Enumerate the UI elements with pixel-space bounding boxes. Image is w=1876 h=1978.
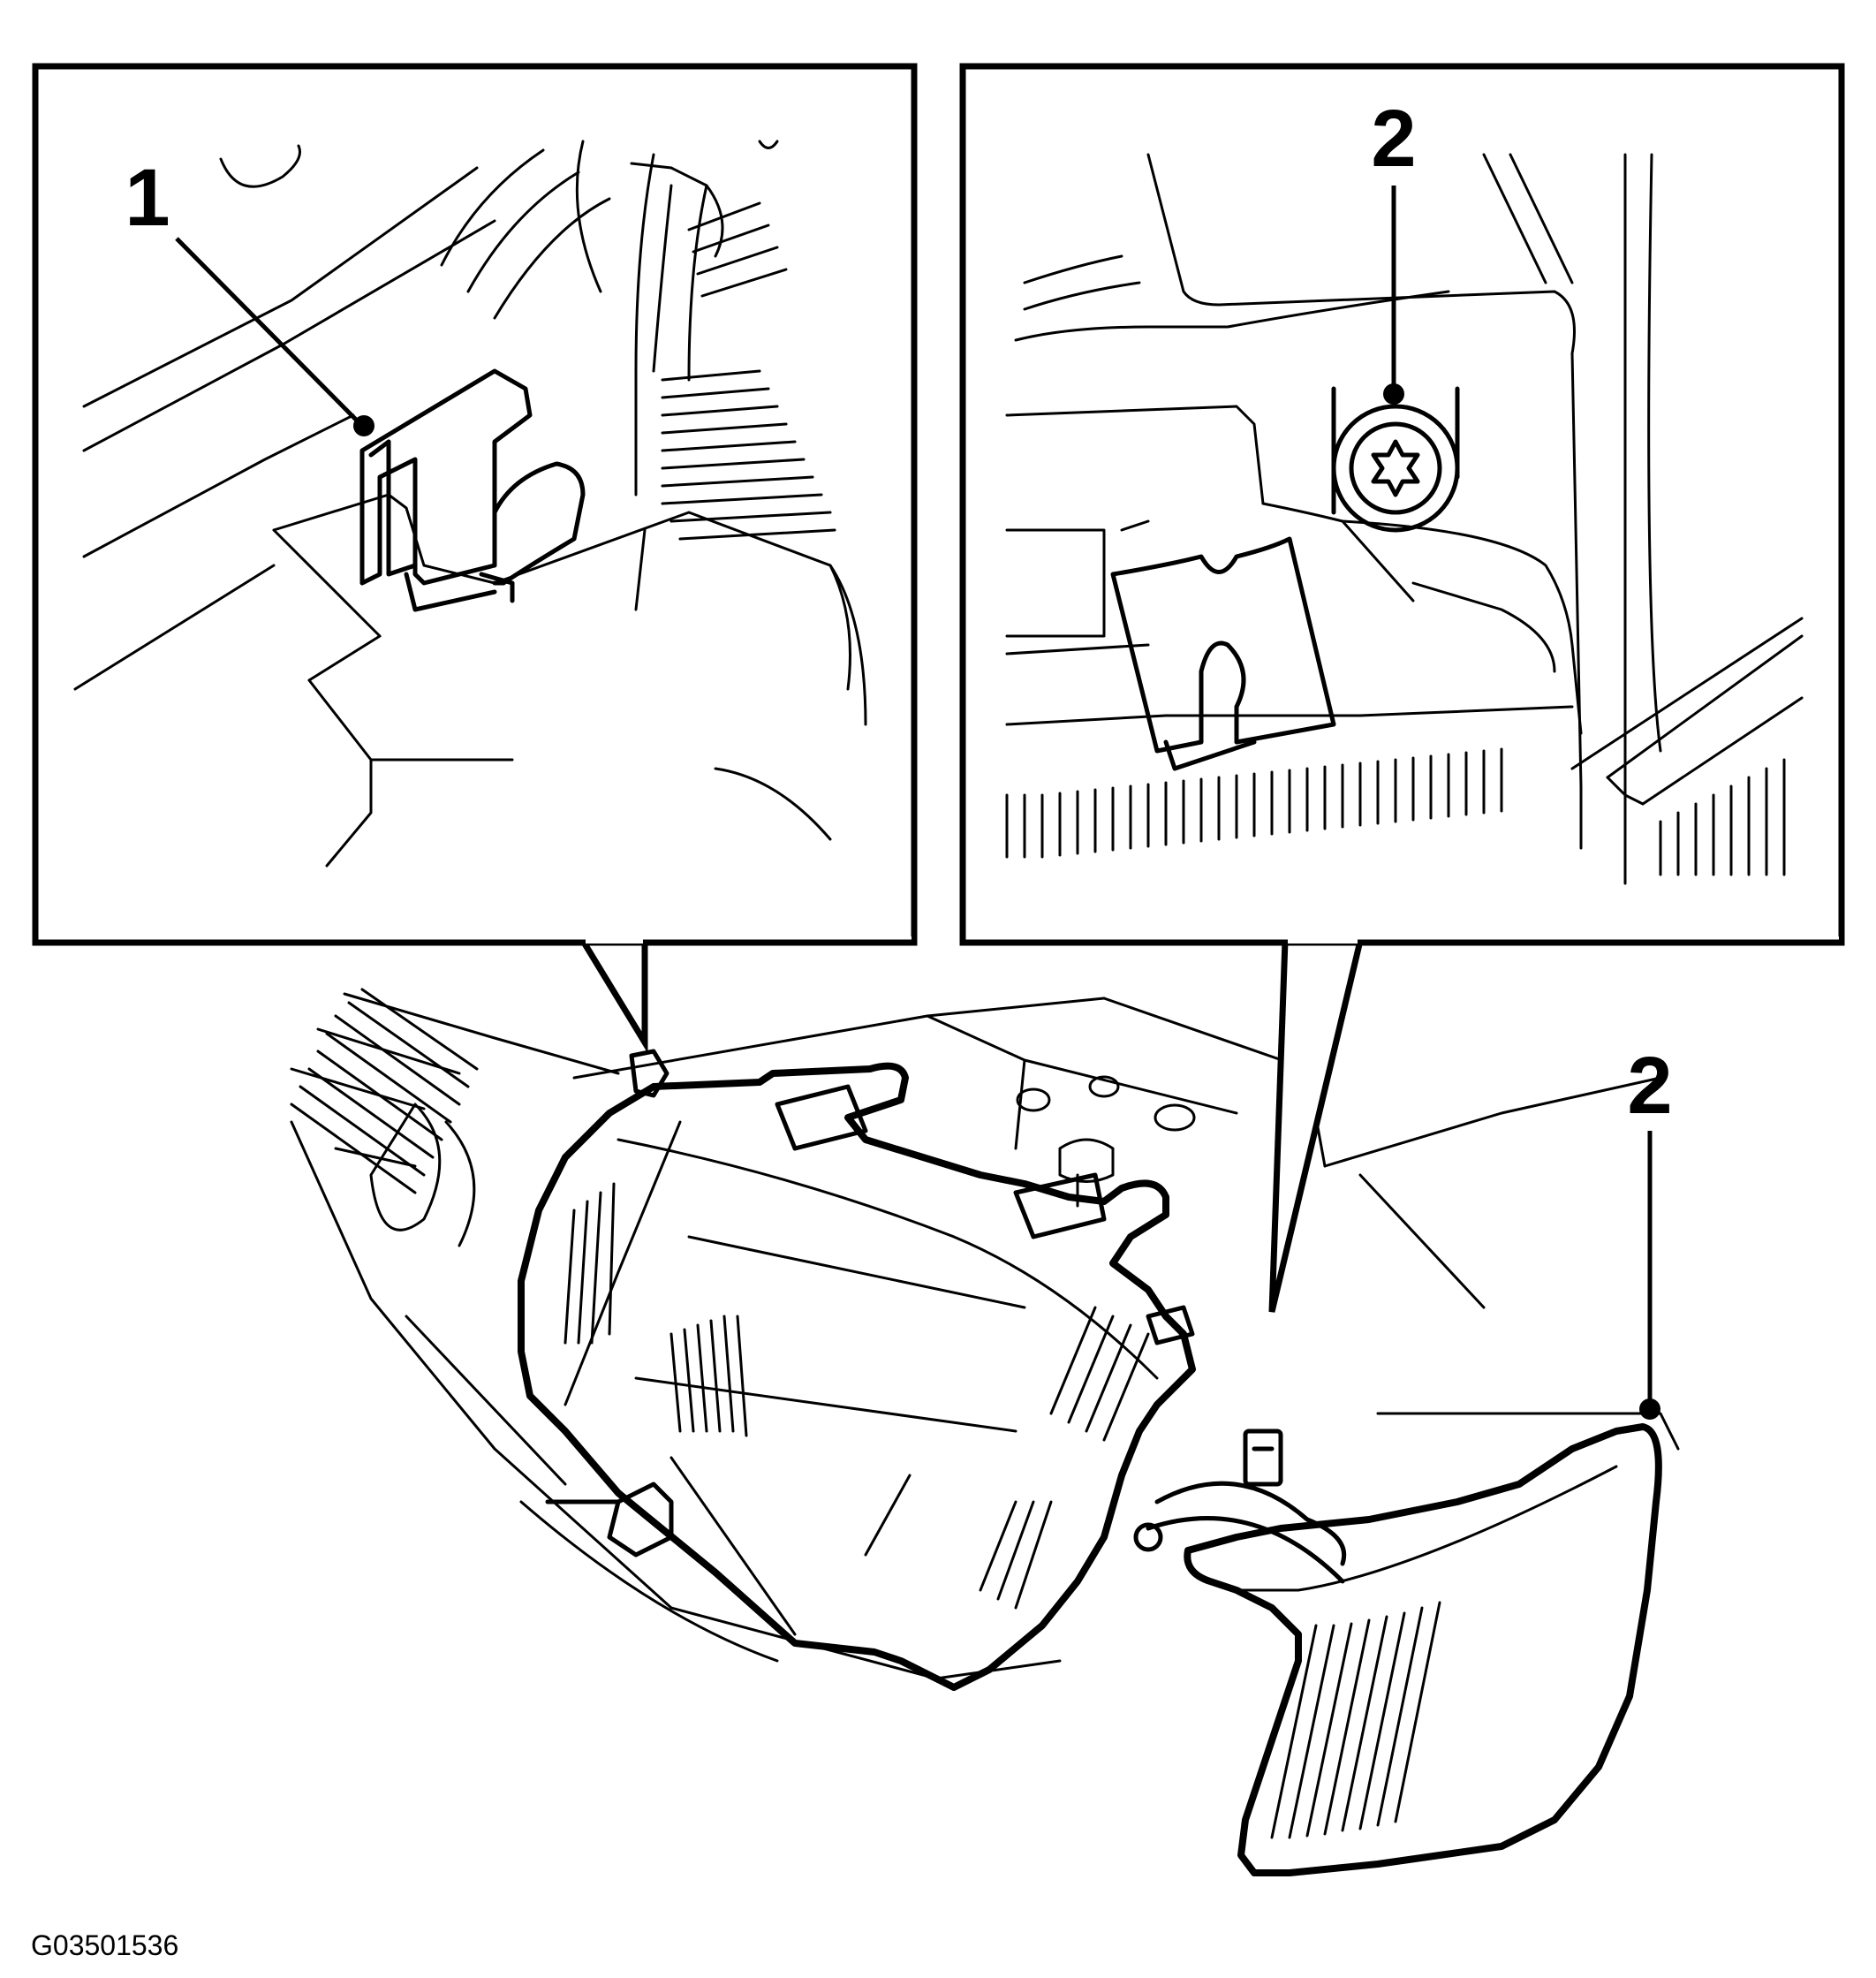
bracket-clip xyxy=(1110,536,1336,771)
detail-right-box: 2 xyxy=(959,63,1845,1313)
lower-bracket xyxy=(545,1482,674,1557)
callout-left-leader xyxy=(175,237,362,426)
headlamp-outline xyxy=(518,1062,1196,1691)
mounting-screw xyxy=(1243,1429,1283,1487)
headlamp-brackets xyxy=(775,1084,1195,1345)
clip-part xyxy=(359,368,586,612)
callout-main: 2 xyxy=(1627,1041,1673,1420)
corner-lamp-outline xyxy=(1184,1423,1662,1876)
grille-slats xyxy=(290,988,479,1194)
headlamp-lens-hatching xyxy=(564,1182,1150,1610)
detail-left-box: 1 xyxy=(32,63,918,1054)
callout-left: 1 xyxy=(125,153,374,436)
wire-harness xyxy=(1133,1481,1346,1584)
detail-right-pointer xyxy=(1268,940,1364,1313)
detail-right-drawing xyxy=(1005,153,1804,885)
corner-lamp-lens-lines xyxy=(1235,1465,1618,1839)
detail-right-frame xyxy=(959,63,1845,946)
callout-main-number: 2 xyxy=(1627,1041,1672,1131)
detail-left-pointer xyxy=(580,939,648,1054)
headlamp-clip xyxy=(629,1049,669,1098)
headlamp-lens-lines xyxy=(564,1120,1159,1636)
callout-right: 2 xyxy=(1371,94,1417,405)
callout-right-number: 2 xyxy=(1371,94,1416,184)
torx-screw xyxy=(1331,386,1460,533)
callout-main-dot xyxy=(1639,1398,1660,1420)
callout-right-dot xyxy=(1383,383,1404,405)
detail-right-comb xyxy=(1005,747,1786,876)
detail-left-hatching xyxy=(661,201,836,541)
callout-left-number: 1 xyxy=(125,153,170,243)
callout-left-dot xyxy=(353,415,374,436)
main-view: 2 xyxy=(290,988,1680,1876)
figure-id: G03501536 xyxy=(31,1929,178,1961)
